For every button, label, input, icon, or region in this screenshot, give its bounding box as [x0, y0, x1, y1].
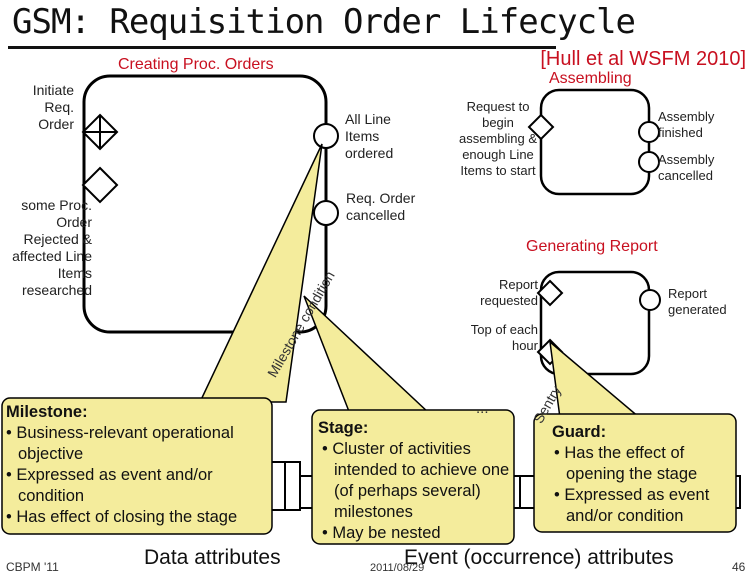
milestone-report-icon — [639, 289, 661, 311]
title-underline — [8, 46, 556, 49]
milestone-report-label: Report generated — [668, 286, 727, 317]
guard-assembling-icon — [527, 113, 555, 141]
stage-callout-box — [311, 409, 515, 545]
milestone-assembly-cancelled-label: Assembly cancelled — [658, 152, 715, 183]
guard-callout-heading: Guard: — [552, 423, 607, 441]
guard-callout-box — [533, 413, 737, 533]
stage-reporting-title: Generating Report — [526, 238, 658, 255]
stage-callout-pointer — [303, 295, 432, 415]
footer-left: CBPM '11 — [6, 560, 59, 574]
milestone-callout-heading: Milestone: — [6, 403, 88, 421]
guard-assembling-label: Request to begin assembling & enough Lin… — [458, 99, 538, 178]
stage-reporting-box — [539, 270, 651, 376]
page-number: 46 — [732, 560, 746, 574]
stage-bullet-2: • May be nested — [322, 524, 441, 542]
guard-hourly-label: Top of each hour — [470, 322, 538, 353]
milestone-ordered-icon — [313, 123, 339, 149]
event-attributes-label: Event (occurrence) attributes — [404, 546, 674, 569]
stage-creating-title: Creating Proc. Orders — [118, 56, 274, 73]
milestone-callout: Milestone: • Business-relevant operation… — [6, 402, 268, 528]
citation: [Hull et al WSFM 2010] — [540, 48, 746, 70]
guard-rejected-label: some Proc. Order Rejected & affected Lin… — [12, 197, 92, 298]
slide-title: GSM: Requisition Order Lifecycle — [12, 2, 636, 42]
milestone-callout-box — [1, 397, 273, 535]
milestone-ordered-label: All Line Items ordered — [345, 111, 394, 161]
stage-assembling-title: Assembling — [549, 70, 632, 87]
stage-callout: Stage: • Cluster of activities intended … — [318, 418, 510, 544]
milestone-assembly-cancelled-icon — [638, 151, 660, 173]
guard-bullet-1: • Has the effect of opening the stage — [554, 444, 698, 483]
milestone-cancelled-label: Req. Order cancelled — [346, 190, 416, 223]
data-attributes-label: Data attributes — [144, 546, 281, 569]
milestone-finished-label: Assembly finished — [658, 109, 715, 140]
stage-callout-heading: Stage: — [318, 419, 369, 437]
milestone-finished-icon — [638, 121, 660, 143]
stage-bullet-1: • Cluster of activities intended to achi… — [322, 440, 510, 521]
guard-bullet-2: • Expressed as event and/or condition — [554, 486, 710, 525]
guard-callout-pointer — [549, 340, 643, 419]
guard-callout: Guard: • Has the effect of opening the s… — [548, 422, 730, 527]
stage-assembling-box — [539, 88, 651, 196]
milestone-bullet-2: • Expressed as event and/or condition — [6, 466, 213, 505]
guard-requested-icon — [536, 279, 564, 307]
guard-initiate-label: Initiate Req. Order — [32, 82, 74, 132]
milestone-bullet-3: • Has effect of closing the stage — [6, 508, 238, 526]
milestone-cancelled-icon — [313, 200, 339, 226]
footer-date: 2011/08/29 — [370, 562, 425, 574]
guard-initiate-icon — [81, 113, 119, 151]
partial-middle-text: ... — [476, 400, 489, 417]
milestone-bullet-1: • Business-relevant operational objectiv… — [6, 424, 234, 463]
guard-requested-label: Report requested — [480, 277, 538, 308]
guard-rejected-icon — [81, 166, 119, 204]
milestone-callout-pointer — [198, 143, 323, 403]
